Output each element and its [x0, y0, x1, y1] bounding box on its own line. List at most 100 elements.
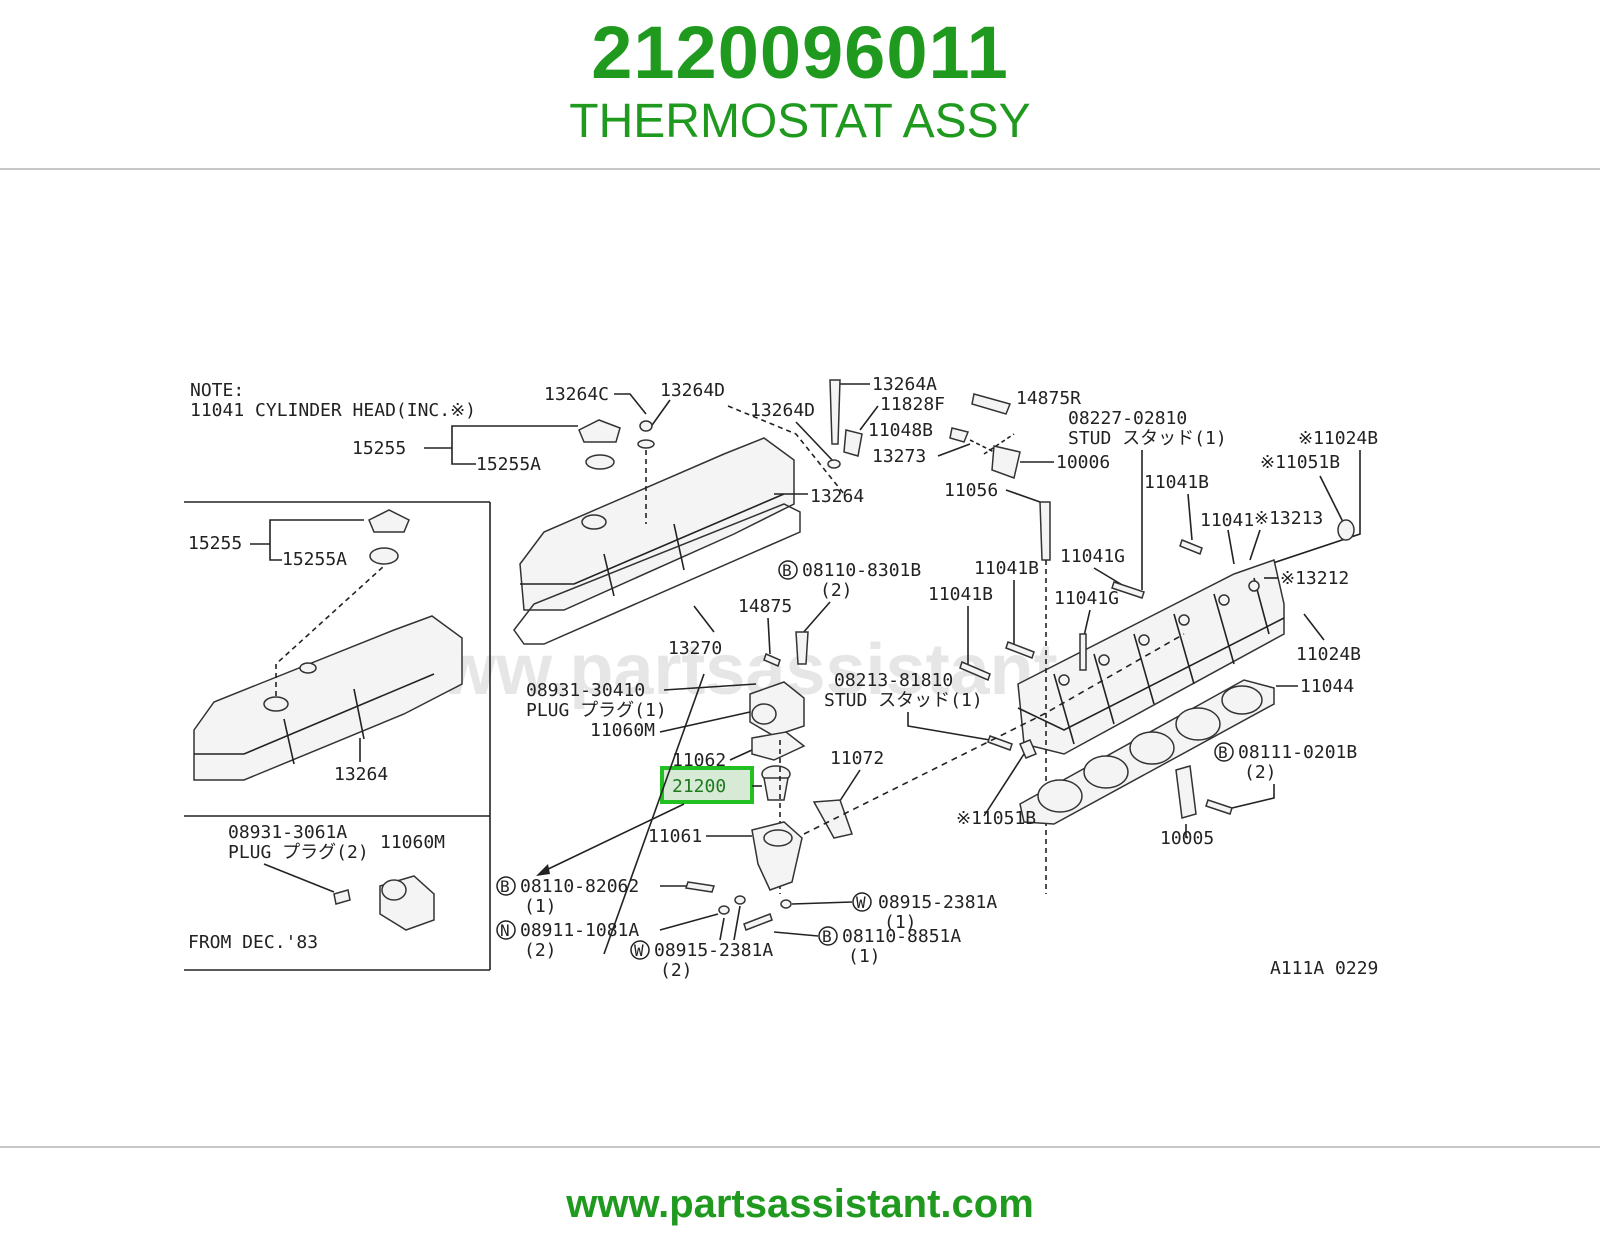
- label-08911-qty: (2): [524, 940, 557, 961]
- label-15255-inset: 15255: [188, 533, 242, 554]
- label-11041B-left: 11041B: [928, 584, 993, 605]
- svg-text:B: B: [500, 877, 510, 896]
- label-11051B-top: ※11051B: [1260, 452, 1340, 473]
- page-header: 2120096011 THERMOSTAT ASSY: [0, 0, 1600, 168]
- rear-plate: [1175, 765, 1197, 819]
- watermark-text: www.partsassistant: [383, 630, 1058, 710]
- label-08213-81810: 08213-81810: [834, 670, 953, 691]
- label-11072: 11072: [830, 748, 884, 769]
- head-gasket: [1019, 679, 1275, 825]
- bolt-symbol-b-08110-8851A: B: [818, 926, 838, 946]
- inset-filler-cap: [368, 509, 410, 565]
- label-08911-1081A: 08911-1081A: [520, 920, 639, 941]
- washer-symbol-w-08915-top: W: [852, 892, 872, 912]
- inset-date-note: FROM DEC.'83: [188, 932, 318, 953]
- footer-website-link[interactable]: www.partsassistant.com: [566, 1182, 1034, 1226]
- label-15255A: 15255A: [476, 454, 541, 475]
- label-11024B-top: ※11024B: [1298, 428, 1378, 449]
- highlight-box[interactable]: [660, 766, 754, 804]
- label-08110-8851A: 08110-8851A: [842, 926, 961, 947]
- diagram-reference-code: A111A 0229: [1270, 958, 1378, 979]
- label-11056: 11056: [944, 480, 998, 501]
- label-stud-1-mid: STUD スタッド(1): [824, 690, 983, 711]
- label-8851A-qty: (1): [848, 946, 881, 967]
- exploded-view-drawing: www.partsassistant NOTE: 11041 CYLINDER …: [184, 374, 1378, 981]
- label-13270: 13270: [668, 638, 722, 659]
- label-08931-30410: 08931-30410: [526, 680, 645, 701]
- inset-water-outlet: [333, 875, 435, 931]
- label-13264A: 13264A: [872, 374, 937, 395]
- label-13264C: 13264C: [544, 384, 609, 405]
- label-13264D-top: 13264D: [660, 380, 725, 401]
- filler-cap: [578, 419, 621, 470]
- label-8301B-qty: (2): [820, 580, 853, 601]
- label-08915-low-qty: (2): [660, 960, 693, 981]
- washer-symbol-w-08915-low: W: [630, 940, 650, 960]
- thermostat-housing: [751, 821, 803, 891]
- nut-symbol-n-08911: N: [496, 920, 516, 940]
- parts-diagram: www.partsassistant NOTE: 11041 CYLINDER …: [184, 334, 1420, 1010]
- label-15255A-inset: 15255A: [282, 549, 347, 570]
- label-plug-1: PLUG プラグ(1): [526, 700, 667, 721]
- svg-text:W: W: [634, 941, 644, 960]
- label-plug-2: PLUG プラグ(2): [228, 842, 369, 863]
- label-stud-1-top: STUD スタッド(1): [1068, 428, 1227, 449]
- footer-divider: [0, 1146, 1600, 1148]
- label-14875R: 14875R: [1016, 388, 1081, 409]
- label-08110-8301B: 08110-8301B: [802, 560, 921, 581]
- label-11044: 11044: [1300, 676, 1354, 697]
- label-11062: 11062: [672, 750, 726, 771]
- gasket-11062: [751, 731, 806, 761]
- label-13273: 13273: [872, 446, 926, 467]
- label-11051B-low: ※11051B: [956, 808, 1036, 829]
- label-08111-0201B: 08111-0201B: [1238, 742, 1357, 763]
- svg-text:B: B: [782, 561, 792, 580]
- label-08931-3061A: 08931-3061A: [228, 822, 347, 843]
- label-08110-82062: 08110-82062: [520, 876, 639, 897]
- label-13213: ※13213: [1254, 508, 1323, 529]
- label-11041G-b: 11041G: [1054, 588, 1119, 609]
- label-14875: 14875: [738, 596, 792, 617]
- label-08915-top-qty: (1): [884, 912, 917, 933]
- bolt-symbol-b-08110-8301B: B: [778, 560, 798, 580]
- label-11060M: 11060M: [590, 720, 655, 741]
- bolt-symbol-b-08111: B: [1214, 742, 1234, 762]
- label-08915-2381A-top: 08915-2381A: [878, 892, 997, 913]
- inset-rocker-cover: [193, 565, 463, 781]
- svg-text:B: B: [822, 927, 832, 946]
- rocker-cover: [513, 437, 801, 645]
- label-08227-02810: 08227-02810: [1068, 408, 1187, 429]
- label-11060M-inset: 11060M: [380, 832, 445, 853]
- label-10005: 10005: [1160, 828, 1214, 849]
- inset-box: [184, 501, 491, 971]
- label-15255: 15255: [352, 438, 406, 459]
- cylinder-head: [1017, 559, 1285, 755]
- bolt-symbol-b-08110-82062: B: [496, 876, 516, 896]
- highlight-label-21200[interactable]: 21200: [672, 776, 726, 797]
- label-11048B: 11048B: [868, 420, 933, 441]
- part-number-title: 2120096011: [591, 11, 1009, 94]
- gasket-11072: [812, 799, 853, 839]
- label-11041B-top: 11041B: [1144, 472, 1209, 493]
- label-82062-qty: (1): [524, 896, 557, 917]
- thermostat-part: [761, 765, 791, 801]
- svg-text:W: W: [856, 893, 866, 912]
- label-08111-qty: (2): [1244, 762, 1277, 783]
- label-10006: 10006: [1056, 452, 1110, 473]
- label-11041: 11041: [1200, 510, 1254, 531]
- label-11828F: 11828F: [880, 394, 945, 415]
- header-divider: [0, 168, 1600, 170]
- label-13264D-mid: 13264D: [750, 400, 815, 421]
- label-11024B-low: 11024B: [1296, 644, 1361, 665]
- label-13264-top: 13264: [810, 486, 864, 507]
- label-11041G-a: 11041G: [1060, 546, 1125, 567]
- label-08915-2381A-low: 08915-2381A: [654, 940, 773, 961]
- svg-text:N: N: [500, 921, 510, 940]
- sensor-bracket: [969, 433, 1021, 479]
- part-name-subtitle: THERMOSTAT ASSY: [569, 95, 1031, 148]
- svg-text:B: B: [1218, 743, 1228, 762]
- water-outlet: [749, 681, 805, 737]
- label-13264-inset: 13264: [334, 764, 388, 785]
- note-heading: NOTE:: [190, 380, 244, 401]
- note-text: 11041 CYLINDER HEAD(INC.※): [190, 400, 476, 421]
